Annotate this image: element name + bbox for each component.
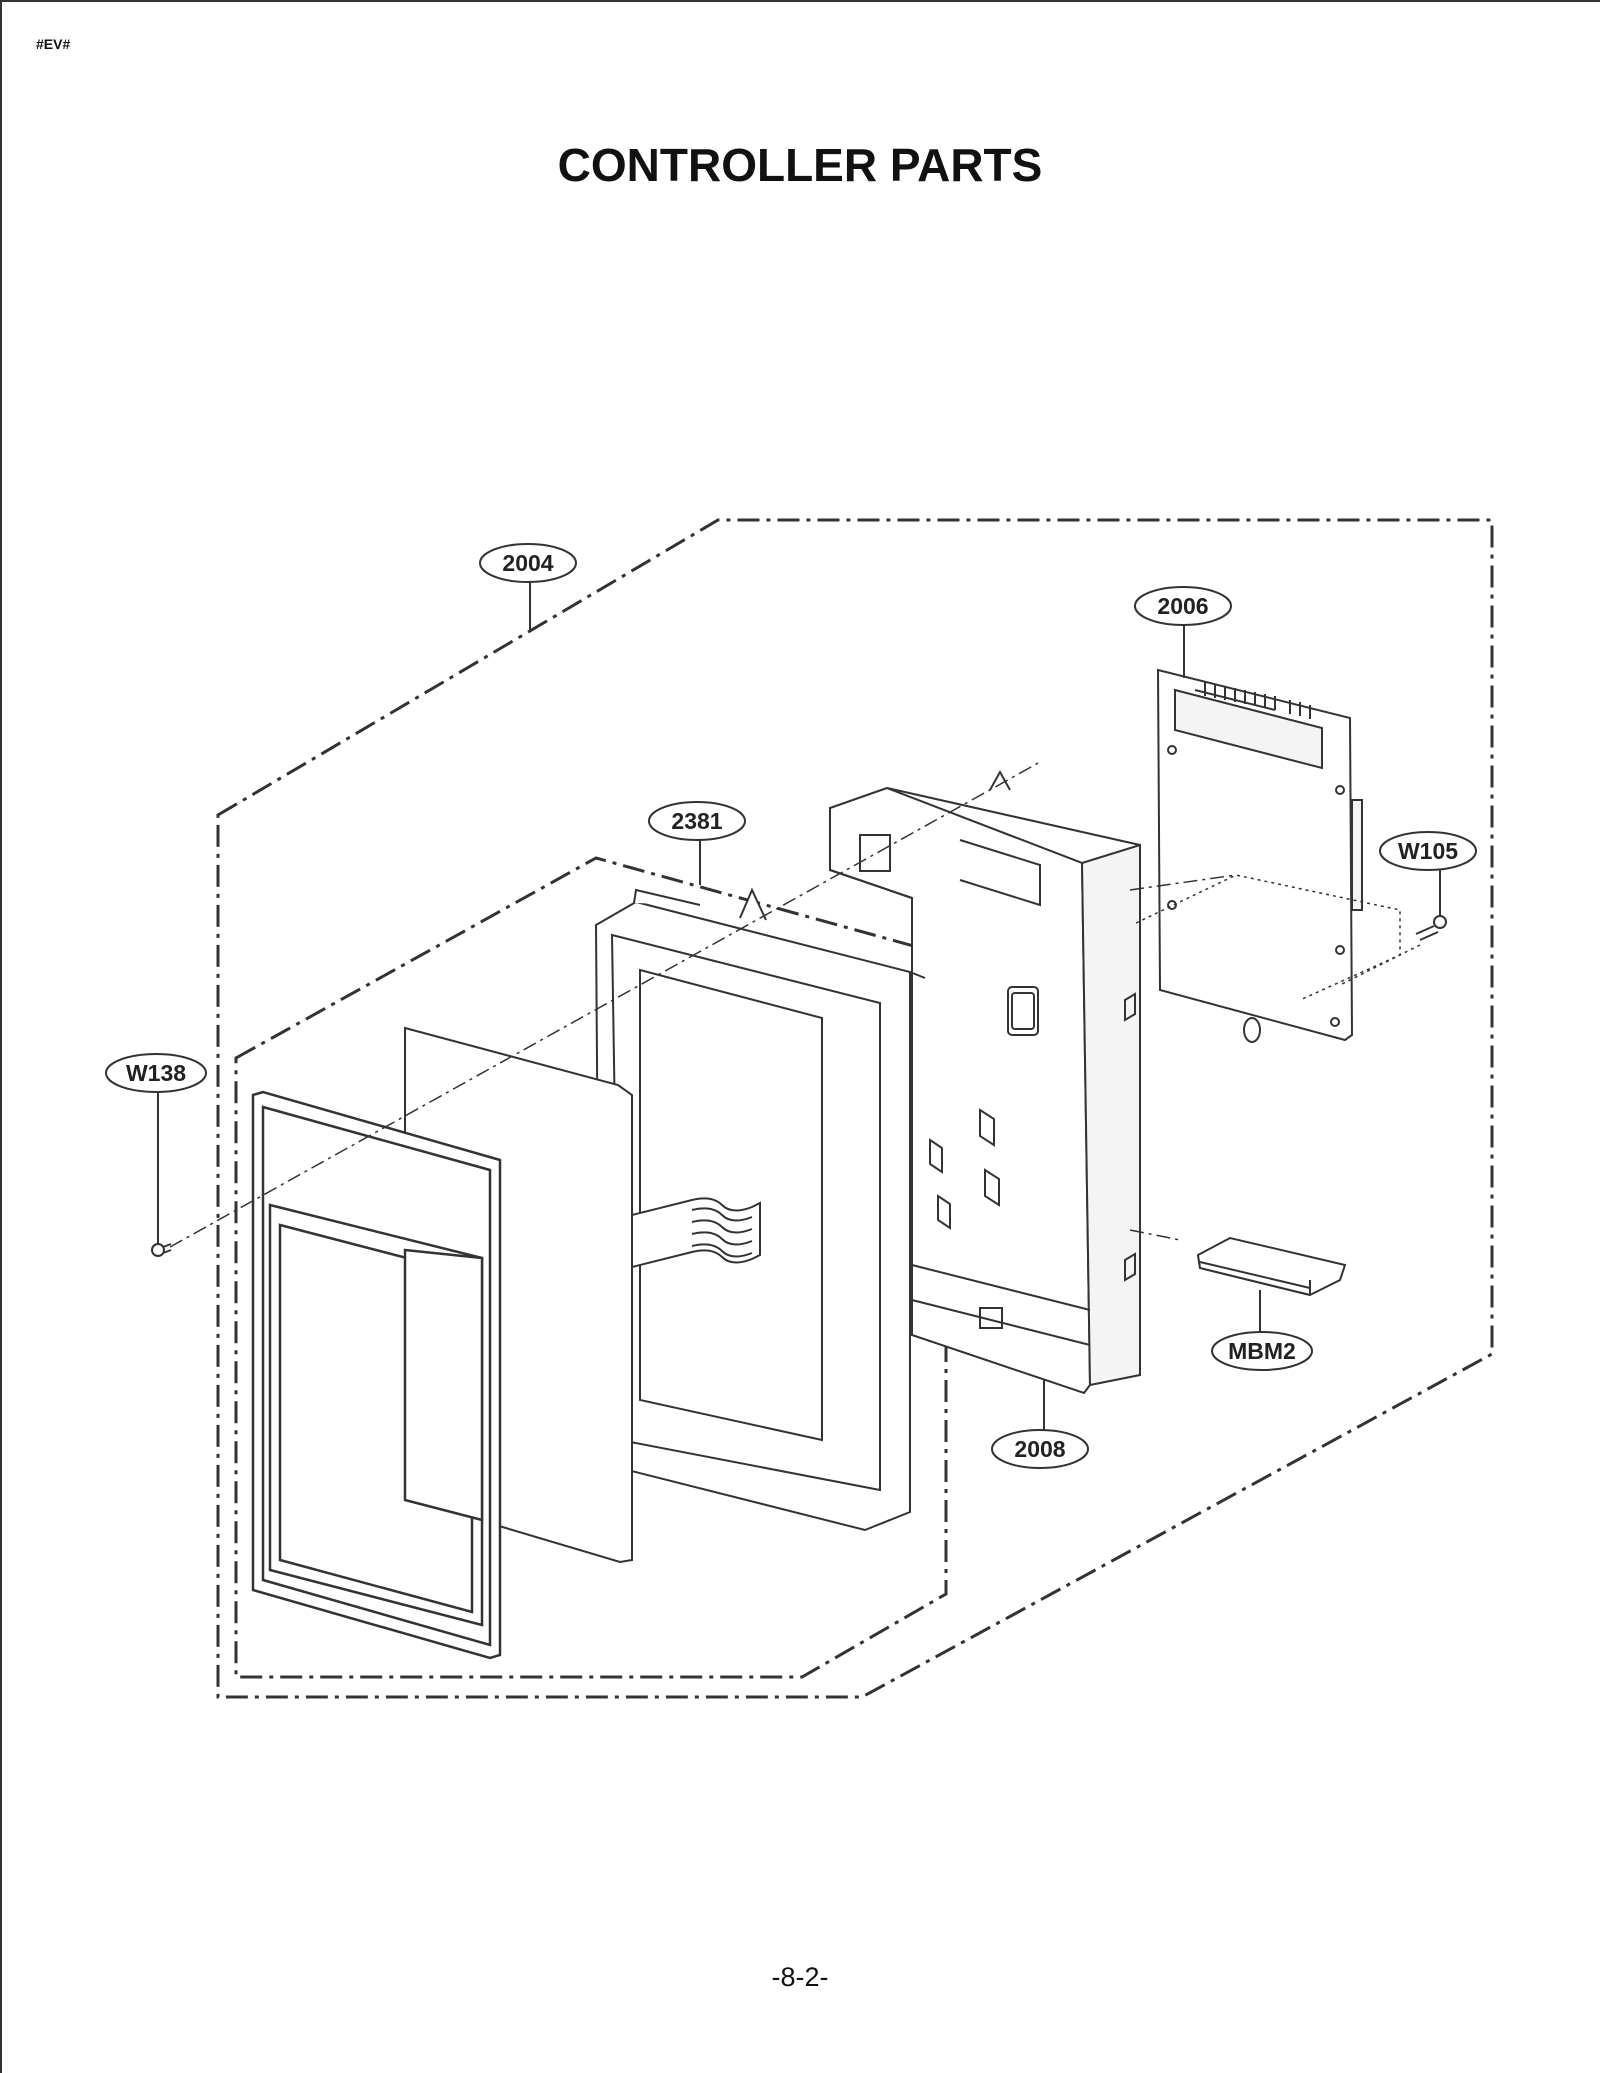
callout-2381-label: 2381 — [671, 808, 722, 834]
callout-w105-label: W105 — [1398, 838, 1458, 864]
callout-w138-label: W138 — [126, 1060, 186, 1086]
window-frame — [251, 1090, 502, 1660]
doc-code: #EV# — [36, 36, 71, 52]
pcb-2006 — [1156, 668, 1363, 1043]
callout-2008: 2008 — [991, 1429, 1089, 1469]
callout-2008-label: 2008 — [1014, 1436, 1065, 1462]
screw-w138 — [151, 1243, 172, 1257]
callout-mbm2-label: MBM2 — [1228, 1338, 1296, 1364]
callout-w138: W138 — [105, 1053, 207, 1093]
controller-case-2008 — [829, 769, 1141, 1395]
subassembly-boundary-2381 — [234, 856, 948, 1679]
callout-w105: W105 — [1379, 831, 1477, 871]
mbm2-module — [1196, 1236, 1347, 1297]
pcb-screw-dotted-lines — [1135, 874, 1421, 1001]
callout-mbm2: MBM2 — [1211, 1331, 1313, 1371]
callout-2004: 2004 — [479, 543, 577, 583]
callout-2006-label: 2006 — [1157, 593, 1208, 619]
assembly-boundary-2004 — [216, 518, 1494, 1699]
page-border-left — [0, 0, 2, 2073]
page-number: -8-2- — [771, 1962, 829, 1992]
callout-2381: 2381 — [648, 801, 746, 841]
page-title: CONTROLLER PARTS — [557, 139, 1043, 191]
callout-2006: 2006 — [1134, 586, 1232, 626]
callout-2004-label: 2004 — [502, 550, 553, 576]
screw-w105 — [1415, 915, 1447, 941]
page-border-top — [0, 0, 1600, 2]
assembly-center-lines — [169, 761, 1237, 1248]
leader-lines — [157, 583, 1441, 1430]
